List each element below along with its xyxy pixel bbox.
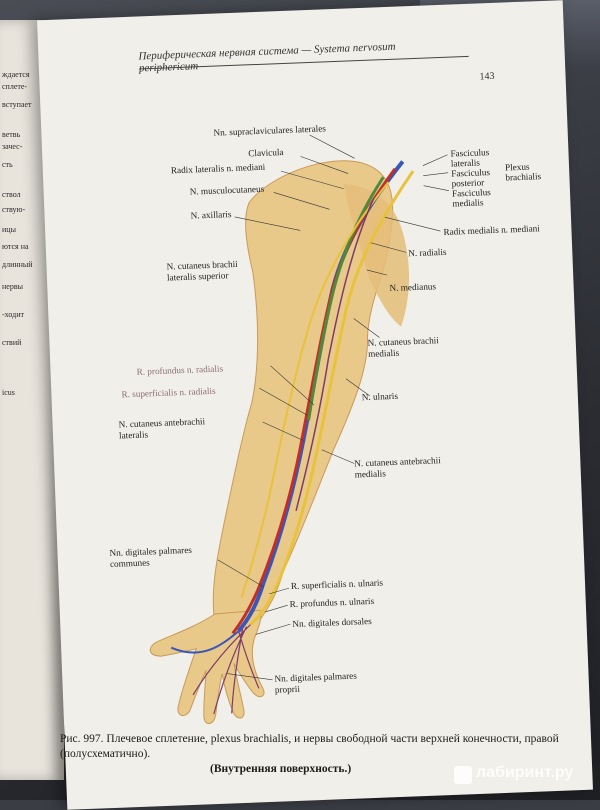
nerve-green: [307, 176, 385, 421]
nerve-yellow-main: [249, 170, 415, 626]
label-fasciculus-medialis-2: medialis: [452, 197, 484, 209]
book-page: Периферическая нервная система — Systema…: [37, 0, 593, 810]
nerve-yellow-lateral: [240, 181, 390, 599]
label-cutaneus-antebrachii-medialis-2: medialis: [354, 468, 387, 480]
arm-illustration: [149, 134, 449, 725]
label-axillaris: N. axillaris: [190, 209, 232, 221]
left-page-text: длинный: [2, 260, 33, 269]
label-digitales-palmares-proprii-2: proprii: [274, 683, 301, 695]
left-page-text: зачес-: [2, 142, 23, 151]
left-page-text: -ходит: [2, 310, 24, 319]
left-page-text: ствую-: [2, 205, 26, 214]
left-page-text: ствол: [2, 190, 21, 199]
caption-line-1: Рис. 997. Плечевое сплетение, plexus bra…: [60, 733, 559, 760]
label-clavicula: Clavicula: [248, 147, 284, 159]
label-digitales-palmares-communes-2: communes: [109, 557, 150, 569]
label-cutaneus-brachii-lateralis-2: lateralis superior: [166, 270, 229, 283]
watermark-logo: [454, 766, 472, 784]
watermark-text: лабиринт.ру: [476, 764, 574, 781]
figure-caption: Рис. 997. Плечевое сплетение, plexus bra…: [60, 732, 600, 777]
left-page-text: сть: [2, 160, 13, 169]
left-page-text: icus: [2, 388, 15, 397]
nerve-purple: [295, 197, 375, 511]
label-ulnaris: N. ulnaris: [361, 390, 399, 403]
label-cutaneus-antebrachii-lateralis-2: lateralis: [118, 429, 149, 441]
label-plexus-brachialis-2: brachialis: [505, 171, 542, 183]
left-page-text: ждается: [2, 70, 30, 79]
label-cutaneus-brachii-medialis-2: medialis: [367, 347, 400, 359]
left-page-text: вступает: [2, 100, 32, 109]
digital-vessels: [170, 630, 240, 654]
left-page-text: ются на: [2, 242, 29, 251]
leader-lines: [217, 134, 449, 681]
label-radialis: N. radialis: [408, 246, 447, 259]
left-page-text: нервы: [2, 282, 23, 291]
left-page-text: ствий: [2, 338, 22, 347]
left-page-text: ветвь: [2, 130, 21, 139]
label-medianus: N. medianus: [389, 281, 437, 294]
left-page-text: сплете-: [2, 82, 28, 91]
digital-nerves: [192, 624, 260, 715]
caption-line-2: (Внутренняя поверхность.): [210, 763, 352, 775]
left-page-text: ицы: [2, 225, 16, 234]
